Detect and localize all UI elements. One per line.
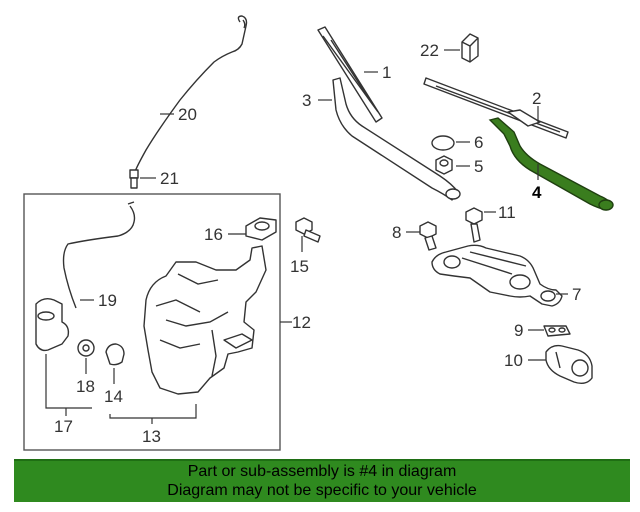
callout-10: 10 <box>504 351 523 370</box>
callout-15: 15 <box>290 257 309 276</box>
part-5-nut[interactable] <box>435 155 453 175</box>
banner-vehicle-disclaimer: Diagram may not be specific to your vehi… <box>167 482 477 499</box>
part-11-bolt[interactable] <box>465 207 483 243</box>
callout-2: 2 <box>532 89 541 108</box>
callout-9: 9 <box>514 321 523 340</box>
part-15-bolt[interactable] <box>295 217 321 243</box>
part-17-washer-pump[interactable] <box>35 297 70 352</box>
callout-20: 20 <box>178 105 197 124</box>
part-14-grommet[interactable] <box>105 343 125 366</box>
callout-13: 13 <box>142 427 161 446</box>
part-7-wiper-linkage[interactable] <box>431 244 563 307</box>
callout-1: 1 <box>382 63 391 82</box>
callout-21: 21 <box>160 169 179 188</box>
part-3-wiper-arm[interactable] <box>332 77 461 201</box>
part-20-washer-hose[interactable] <box>134 15 248 173</box>
part-19-washer-hose[interactable] <box>62 201 136 309</box>
part-16-reservoir-cap[interactable] <box>245 217 277 241</box>
part-13-washer-reservoir[interactable] <box>143 245 267 395</box>
callout-8: 8 <box>392 223 401 242</box>
callout-22: 22 <box>420 41 439 60</box>
part-18-grommet[interactable] <box>77 339 95 357</box>
part-6-washer-ring[interactable] <box>431 135 455 151</box>
notice-banner: Part or sub-assembly is #4 in diagram Di… <box>14 459 630 502</box>
banner-part-notice: Part or sub-assembly is #4 in diagram <box>187 463 457 480</box>
callout-11: 11 <box>498 203 516 222</box>
callout-14: 14 <box>104 387 123 406</box>
callout-4: 4 <box>532 183 542 202</box>
callout-7: 7 <box>572 285 581 304</box>
callout-18: 18 <box>76 377 95 396</box>
part-22-arm-cap[interactable] <box>461 33 479 63</box>
callout-17: 17 <box>54 417 73 436</box>
part-9-bracket[interactable] <box>543 325 571 337</box>
part-8-bolt[interactable] <box>419 221 437 251</box>
callout-6: 6 <box>474 133 483 152</box>
callout-5: 5 <box>474 157 483 176</box>
callout-19: 19 <box>98 291 117 310</box>
callout-12: 12 <box>292 313 311 332</box>
part-1-wiper-blade[interactable] <box>317 26 383 123</box>
part-21-hose-connector[interactable] <box>129 169 139 189</box>
callout-3: 3 <box>302 91 311 110</box>
callout-16: 16 <box>204 225 223 244</box>
part-10-wiper-motor[interactable] <box>545 344 593 385</box>
part-2-wiper-blade[interactable] <box>423 77 569 139</box>
part-4-wiper-arm-highlighted[interactable] <box>488 117 614 211</box>
